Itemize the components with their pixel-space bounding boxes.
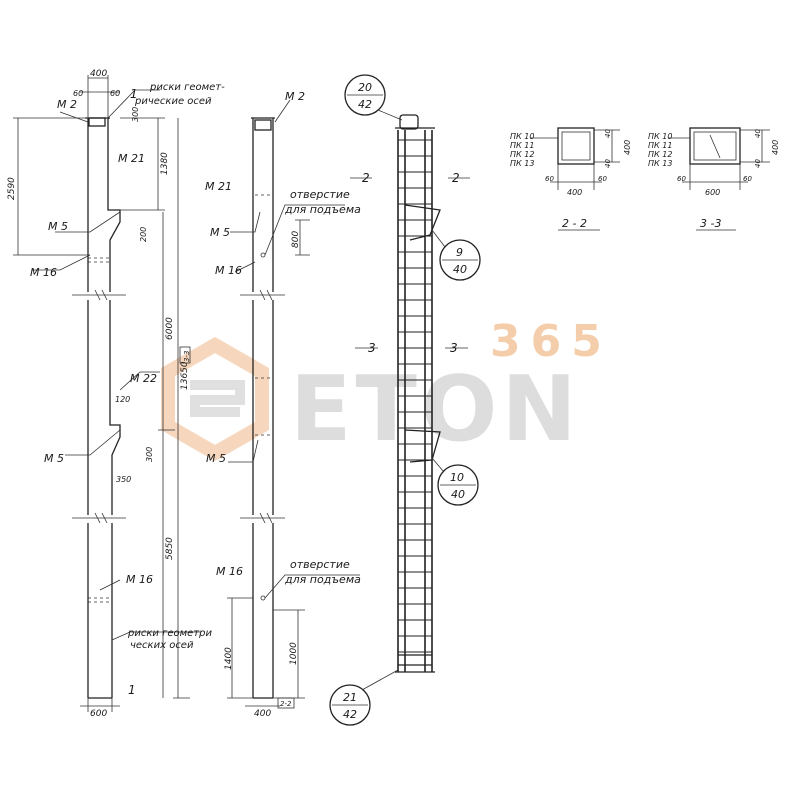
left-bottom-note-1: риски геометри: [127, 628, 212, 639]
s33-dim-width: 600: [705, 188, 720, 197]
mid-bottom-tag: 2-2: [280, 700, 292, 708]
mid-dim-800: 800: [291, 231, 301, 248]
left-mark-m22: М 22: [130, 372, 157, 385]
mid-mark-m5-upper: М 5: [210, 226, 230, 239]
mid-mark-m5-lower: М 5: [206, 452, 226, 465]
left-dim-200: 200: [139, 227, 148, 242]
left-dim-300-mid: 300: [145, 447, 154, 462]
reinforcement-cage: 2 2 3 3 20 42 9 40 10 40 21 42: [329, 74, 481, 726]
callout-21-42: 21 42: [329, 669, 399, 726]
left-dim-120: 120: [115, 395, 130, 404]
s22-title: 2 - 2: [562, 217, 587, 230]
left-dim-350: 350: [116, 475, 131, 484]
left-column-elevation: 400 60 60 риски геомет- рические осей 1 …: [7, 69, 225, 719]
stirrups: [398, 139, 432, 653]
left-bottom-section-mark: 1: [128, 683, 136, 697]
s33-dim-40-bottom: 40: [754, 159, 762, 168]
mid-dim-1000: 1000: [289, 642, 299, 665]
s22-dim-60-right: 60: [598, 175, 607, 183]
mid-hole-note-upper-1: отверстие: [290, 188, 350, 201]
callout-9-top: 9: [456, 246, 463, 259]
left-dim-13650: 13650: [180, 361, 190, 390]
s33-dim-40-top: 40: [754, 129, 762, 138]
mid-mark-m16-upper: М 16: [215, 264, 242, 277]
callout-10-40: 10 40: [431, 457, 479, 506]
s33-title: 3 -3: [700, 217, 721, 230]
mid-bottom-width: 400: [254, 709, 271, 719]
callout-20-top: 20: [358, 81, 372, 94]
s22-label-pk13: ПК 13: [510, 159, 534, 168]
s22-dim-60-left: 60: [545, 175, 554, 183]
s33-label-pk13: ПК 13: [648, 159, 672, 168]
mid-mark-m16-lower: М 16: [216, 565, 243, 578]
left-mark-m21: М 21: [118, 152, 145, 165]
left-mark-m5-lower: М 5: [44, 452, 64, 465]
s22-label-pk12: ПК 12: [510, 150, 534, 159]
left-dim-top-a: 60: [73, 89, 83, 98]
mid-mark-m21: М 21: [205, 180, 232, 193]
left-axis-note-2: рические осей: [134, 96, 212, 107]
s22-label-pk11: ПК 11: [510, 141, 534, 150]
s33-label-pk11: ПК 11: [648, 141, 672, 150]
mid-hole-note-upper-2: для подъема: [284, 203, 361, 216]
mid-hole-note-lower-2: для подъема: [284, 573, 361, 586]
s33-dim-60-right: 60: [743, 175, 752, 183]
callout-21-top: 21: [343, 691, 357, 704]
s22-dim-40-top: 40: [604, 129, 612, 138]
left-dim-top-b: 60: [110, 89, 120, 98]
left-section-mark: 1: [130, 87, 138, 101]
left-width-top: 400: [90, 69, 107, 79]
callout-10-top: 10: [450, 471, 464, 484]
callout-10-bottom: 40: [451, 488, 465, 501]
watermark-number: 365: [490, 316, 612, 367]
mid-hole-note-lower-1: отверстие: [290, 558, 350, 571]
callout-9-bottom: 40: [453, 263, 467, 276]
callout-20-bottom: 42: [358, 98, 372, 111]
left-dim-5850: 5850: [165, 537, 175, 560]
mid-mark-m2: М 2: [285, 90, 305, 103]
callout-21-bottom: 42: [343, 708, 357, 721]
left-dim-300: 300: [131, 107, 140, 122]
s33-label-pk12: ПК 12: [648, 150, 672, 159]
watermark-logo-icon: [161, 336, 269, 462]
left-bottom-note-2: ческих осей: [130, 640, 194, 651]
s22-dim-40-bottom: 40: [604, 159, 612, 168]
left-mark-m16-upper: М 16: [30, 266, 57, 279]
left-dim-1380: 1380: [160, 152, 170, 175]
s33-label-pk10: ПК 10: [648, 132, 672, 141]
left-dim-6000: 6000: [165, 317, 175, 340]
section-2-2: ПК 10 ПК 11 ПК 12 ПК 13 400 40 40 60 60 …: [510, 127, 632, 231]
left-mark-m16-lower: М 16: [126, 573, 153, 586]
s33-dim-60-left: 60: [677, 175, 686, 183]
left-height-upper: 2590: [7, 177, 17, 200]
watermark: 365 ETON: [161, 316, 612, 462]
callout-20-42: 20 42: [344, 74, 403, 121]
left-mark-m2: М 2: [57, 98, 77, 111]
s22-label-pk10: ПК 10: [510, 132, 534, 141]
left-tag: 3-3: [183, 351, 191, 362]
s22-dim-height: 400: [623, 140, 632, 155]
left-bottom-width: 600: [90, 709, 107, 719]
mid-dim-1400: 1400: [224, 647, 234, 670]
s22-dim-width: 400: [567, 188, 582, 197]
s33-dim-height: 400: [771, 140, 780, 155]
section-3-3: ПК 10 ПК 11 ПК 12 ПК 13 400 40 40 60 60 …: [648, 127, 780, 231]
left-axis-note-1: риски геомет-: [149, 82, 225, 93]
watermark-brand: ETON: [290, 357, 581, 462]
callout-9-40: 9 40: [431, 229, 481, 281]
left-mark-m5-upper: М 5: [48, 220, 68, 233]
middle-column-elevation: М 2 М 21 М 5 М 16 М 5 М 16 отверстие для…: [205, 90, 361, 719]
